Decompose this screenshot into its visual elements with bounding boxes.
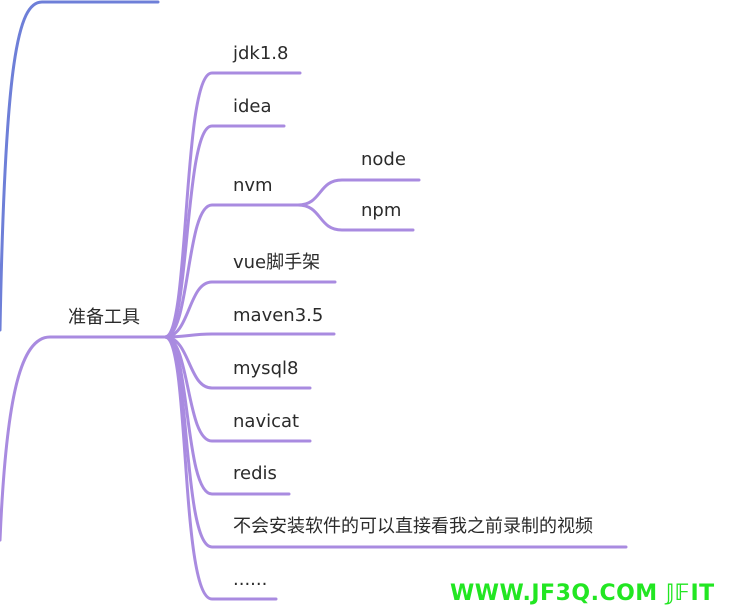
connector-npm	[296, 203, 415, 232]
watermark-text: WWW.JF3Q.COM 𝕁𝔽IT	[450, 581, 715, 606]
node-label-navicat: navicat	[233, 411, 300, 432]
node-label-maven: maven3.5	[233, 305, 324, 326]
connector-vue	[163, 280, 337, 339]
node-label-vue: vue脚手架	[233, 252, 321, 273]
node-label-jdk: jdk1.8	[233, 43, 289, 64]
node-label-note: 不会安装软件的可以直接看我之前录制的视频	[233, 516, 593, 537]
node-label-mysql: mysql8	[233, 358, 299, 379]
connector-root-branch	[0, 335, 167, 542]
root-node-label: 准备工具	[68, 307, 140, 328]
connector-node	[296, 178, 421, 207]
node-label-node: node	[361, 149, 406, 170]
connector-ellipsis	[163, 335, 278, 601]
connector-nvm	[163, 203, 300, 339]
node-label-nvm: nvm	[233, 175, 273, 196]
connector-top-branch	[0, 0, 160, 332]
connector-idea	[163, 124, 286, 339]
node-label-redis: redis	[233, 463, 277, 484]
node-label-ellipsis: ......	[233, 569, 268, 590]
node-label-idea: idea	[233, 96, 272, 117]
node-label-npm: npm	[361, 200, 402, 221]
connector-maven	[163, 332, 336, 339]
